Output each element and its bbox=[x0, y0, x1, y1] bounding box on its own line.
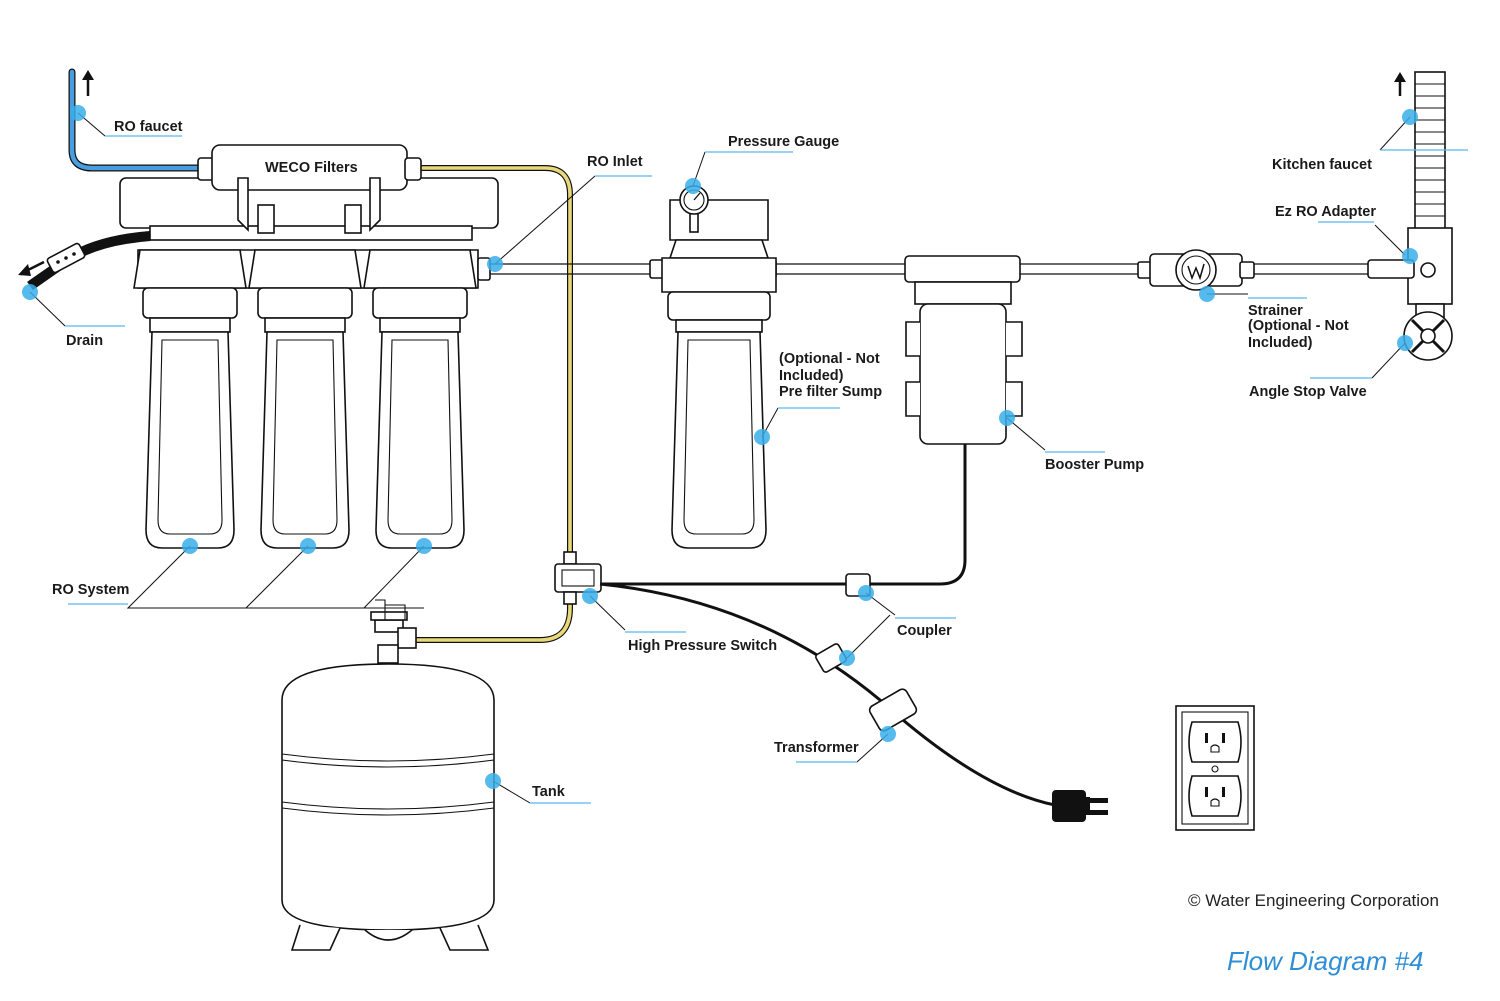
ro-canister-1 bbox=[133, 249, 247, 549]
label-dots bbox=[22, 105, 1418, 789]
prefilter-label-line-2: Included) bbox=[779, 368, 844, 384]
ez-ro-adapter-label: Ez RO Adapter bbox=[1275, 204, 1376, 220]
arrow-up-icon bbox=[82, 70, 94, 96]
drain-label: Drain bbox=[66, 333, 103, 349]
arrow-up-icon bbox=[1394, 72, 1406, 96]
ro-system: WECO Filters bbox=[119, 144, 499, 549]
prefilter-label-line-3: Pre filter Sump bbox=[779, 384, 882, 400]
transformer bbox=[868, 688, 918, 732]
pressure-gauge-label: Pressure Gauge bbox=[728, 134, 839, 150]
tank-tube bbox=[415, 165, 573, 643]
ro-system-label: RO System bbox=[52, 582, 129, 598]
pressure-gauge-icon bbox=[679, 185, 709, 233]
label-underlines bbox=[65, 135, 1468, 804]
ro-faucet-tube bbox=[68, 68, 209, 172]
prefilter-sump bbox=[649, 185, 777, 549]
drain-tube bbox=[27, 231, 151, 291]
tank-label: Tank bbox=[532, 784, 566, 800]
transformer-label: Transformer bbox=[774, 740, 859, 756]
strainer bbox=[1137, 249, 1255, 291]
high-pressure-switch-label: High Pressure Switch bbox=[628, 638, 777, 654]
ro-inlet-label: RO Inlet bbox=[587, 154, 643, 170]
arrow-left-icon bbox=[18, 260, 45, 276]
wall-outlet-icon bbox=[1175, 705, 1255, 831]
kitchen-faucet-label: Kitchen faucet bbox=[1272, 157, 1372, 173]
strainer-label-line-3: Included) bbox=[1248, 335, 1313, 351]
angle-stop-valve-label: Angle Stop Valve bbox=[1249, 384, 1367, 400]
booster-pump-label: Booster Pump bbox=[1045, 457, 1144, 473]
pump-cable bbox=[600, 559, 967, 586]
copyright-text: © Water Engineering Corporation bbox=[1188, 891, 1439, 910]
booster-pump bbox=[904, 255, 1023, 560]
coupler-label: Coupler bbox=[897, 623, 952, 639]
weco-filters-label: WECO Filters bbox=[265, 160, 358, 176]
strainer-label-line-1: Strainer bbox=[1248, 303, 1303, 319]
ro-canister-2 bbox=[248, 249, 362, 549]
diagram-title: Flow Diagram #4 bbox=[1227, 946, 1424, 976]
ro-canister-3 bbox=[363, 249, 477, 549]
strainer-label-line-2: (Optional - Not bbox=[1248, 318, 1349, 334]
power-cable bbox=[599, 582, 1056, 807]
prefilter-label-line-1: (Optional - Not bbox=[779, 351, 880, 367]
tank bbox=[281, 599, 495, 951]
high-pressure-switch bbox=[554, 551, 602, 605]
kitchen-faucet-line bbox=[1367, 71, 1453, 361]
ro-faucet-label: RO faucet bbox=[114, 119, 183, 135]
cable-coupler bbox=[815, 643, 847, 673]
power-plug-icon bbox=[1052, 790, 1108, 822]
